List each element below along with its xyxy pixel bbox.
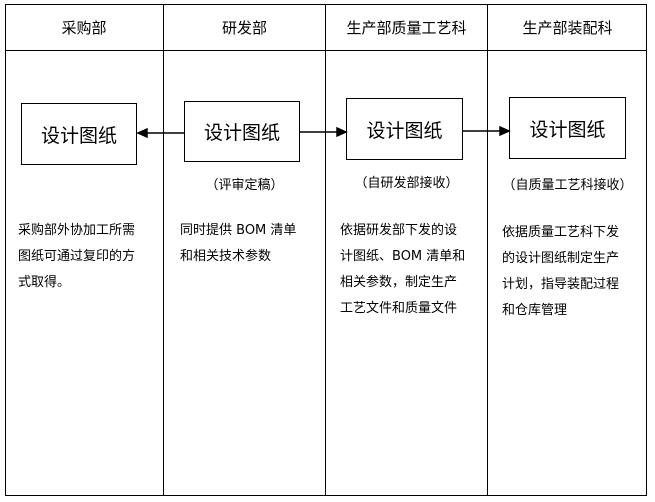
design-drawing-box-purchasing: 设计图纸 xyxy=(21,103,137,165)
desc-quality-process: 依据研发部下发的设 计图纸、BOM 清单和 相关参数，制定生产 工艺文件和质量文… xyxy=(340,218,482,322)
desc-line: 式取得。 xyxy=(18,275,71,290)
desc-line: 和相关技术参数 xyxy=(180,249,272,264)
desc-assembly: 依据质量工艺科下发 的设计图纸制定生产 计划，指导装配过程 和仓库管理 xyxy=(502,220,644,324)
desc-line: 同时提供 BOM 清单 xyxy=(180,223,297,238)
desc-line: 图纸可通过复印的方 xyxy=(18,249,136,264)
desc-line: 和仓库管理 xyxy=(502,303,568,318)
header-assembly: 生产部装配科 xyxy=(522,18,613,37)
column-divider-3 xyxy=(487,4,488,496)
note-quality-process: （自研发部接收） xyxy=(354,176,459,191)
design-drawing-box-rnd: 设计图纸 xyxy=(184,101,300,162)
flowchart-frame xyxy=(5,4,647,496)
desc-purchasing: 采购部外协加工所需 图纸可通过复印的方 式取得。 xyxy=(18,218,158,296)
desc-line: 依据质量工艺科下发 xyxy=(502,225,620,240)
desc-line: 工艺文件和质量文件 xyxy=(340,301,458,316)
column-divider-2 xyxy=(325,4,326,496)
header-purchasing: 采购部 xyxy=(61,18,107,37)
desc-line: 采购部外协加工所需 xyxy=(18,223,136,238)
note-assembly: （自质量工艺科接收） xyxy=(502,178,633,193)
design-drawing-box-assembly: 设计图纸 xyxy=(509,97,626,159)
header-quality-process: 生产部质量工艺科 xyxy=(346,18,467,37)
design-drawing-box-quality-process: 设计图纸 xyxy=(346,98,463,160)
desc-line: 相关参数，制定生产 xyxy=(340,275,458,290)
desc-rnd: 同时提供 BOM 清单 和相关技术参数 xyxy=(180,218,320,270)
desc-line: 计图纸、BOM 清单和 xyxy=(340,249,466,264)
desc-line: 计划，指导装配过程 xyxy=(502,277,620,292)
header-rnd: 研发部 xyxy=(221,18,267,37)
header-divider xyxy=(5,50,647,51)
note-rnd: （评审定稿） xyxy=(205,178,284,193)
desc-line: 的设计图纸制定生产 xyxy=(502,251,620,266)
column-divider-1 xyxy=(163,4,164,496)
desc-line: 依据研发部下发的设 xyxy=(340,223,458,238)
